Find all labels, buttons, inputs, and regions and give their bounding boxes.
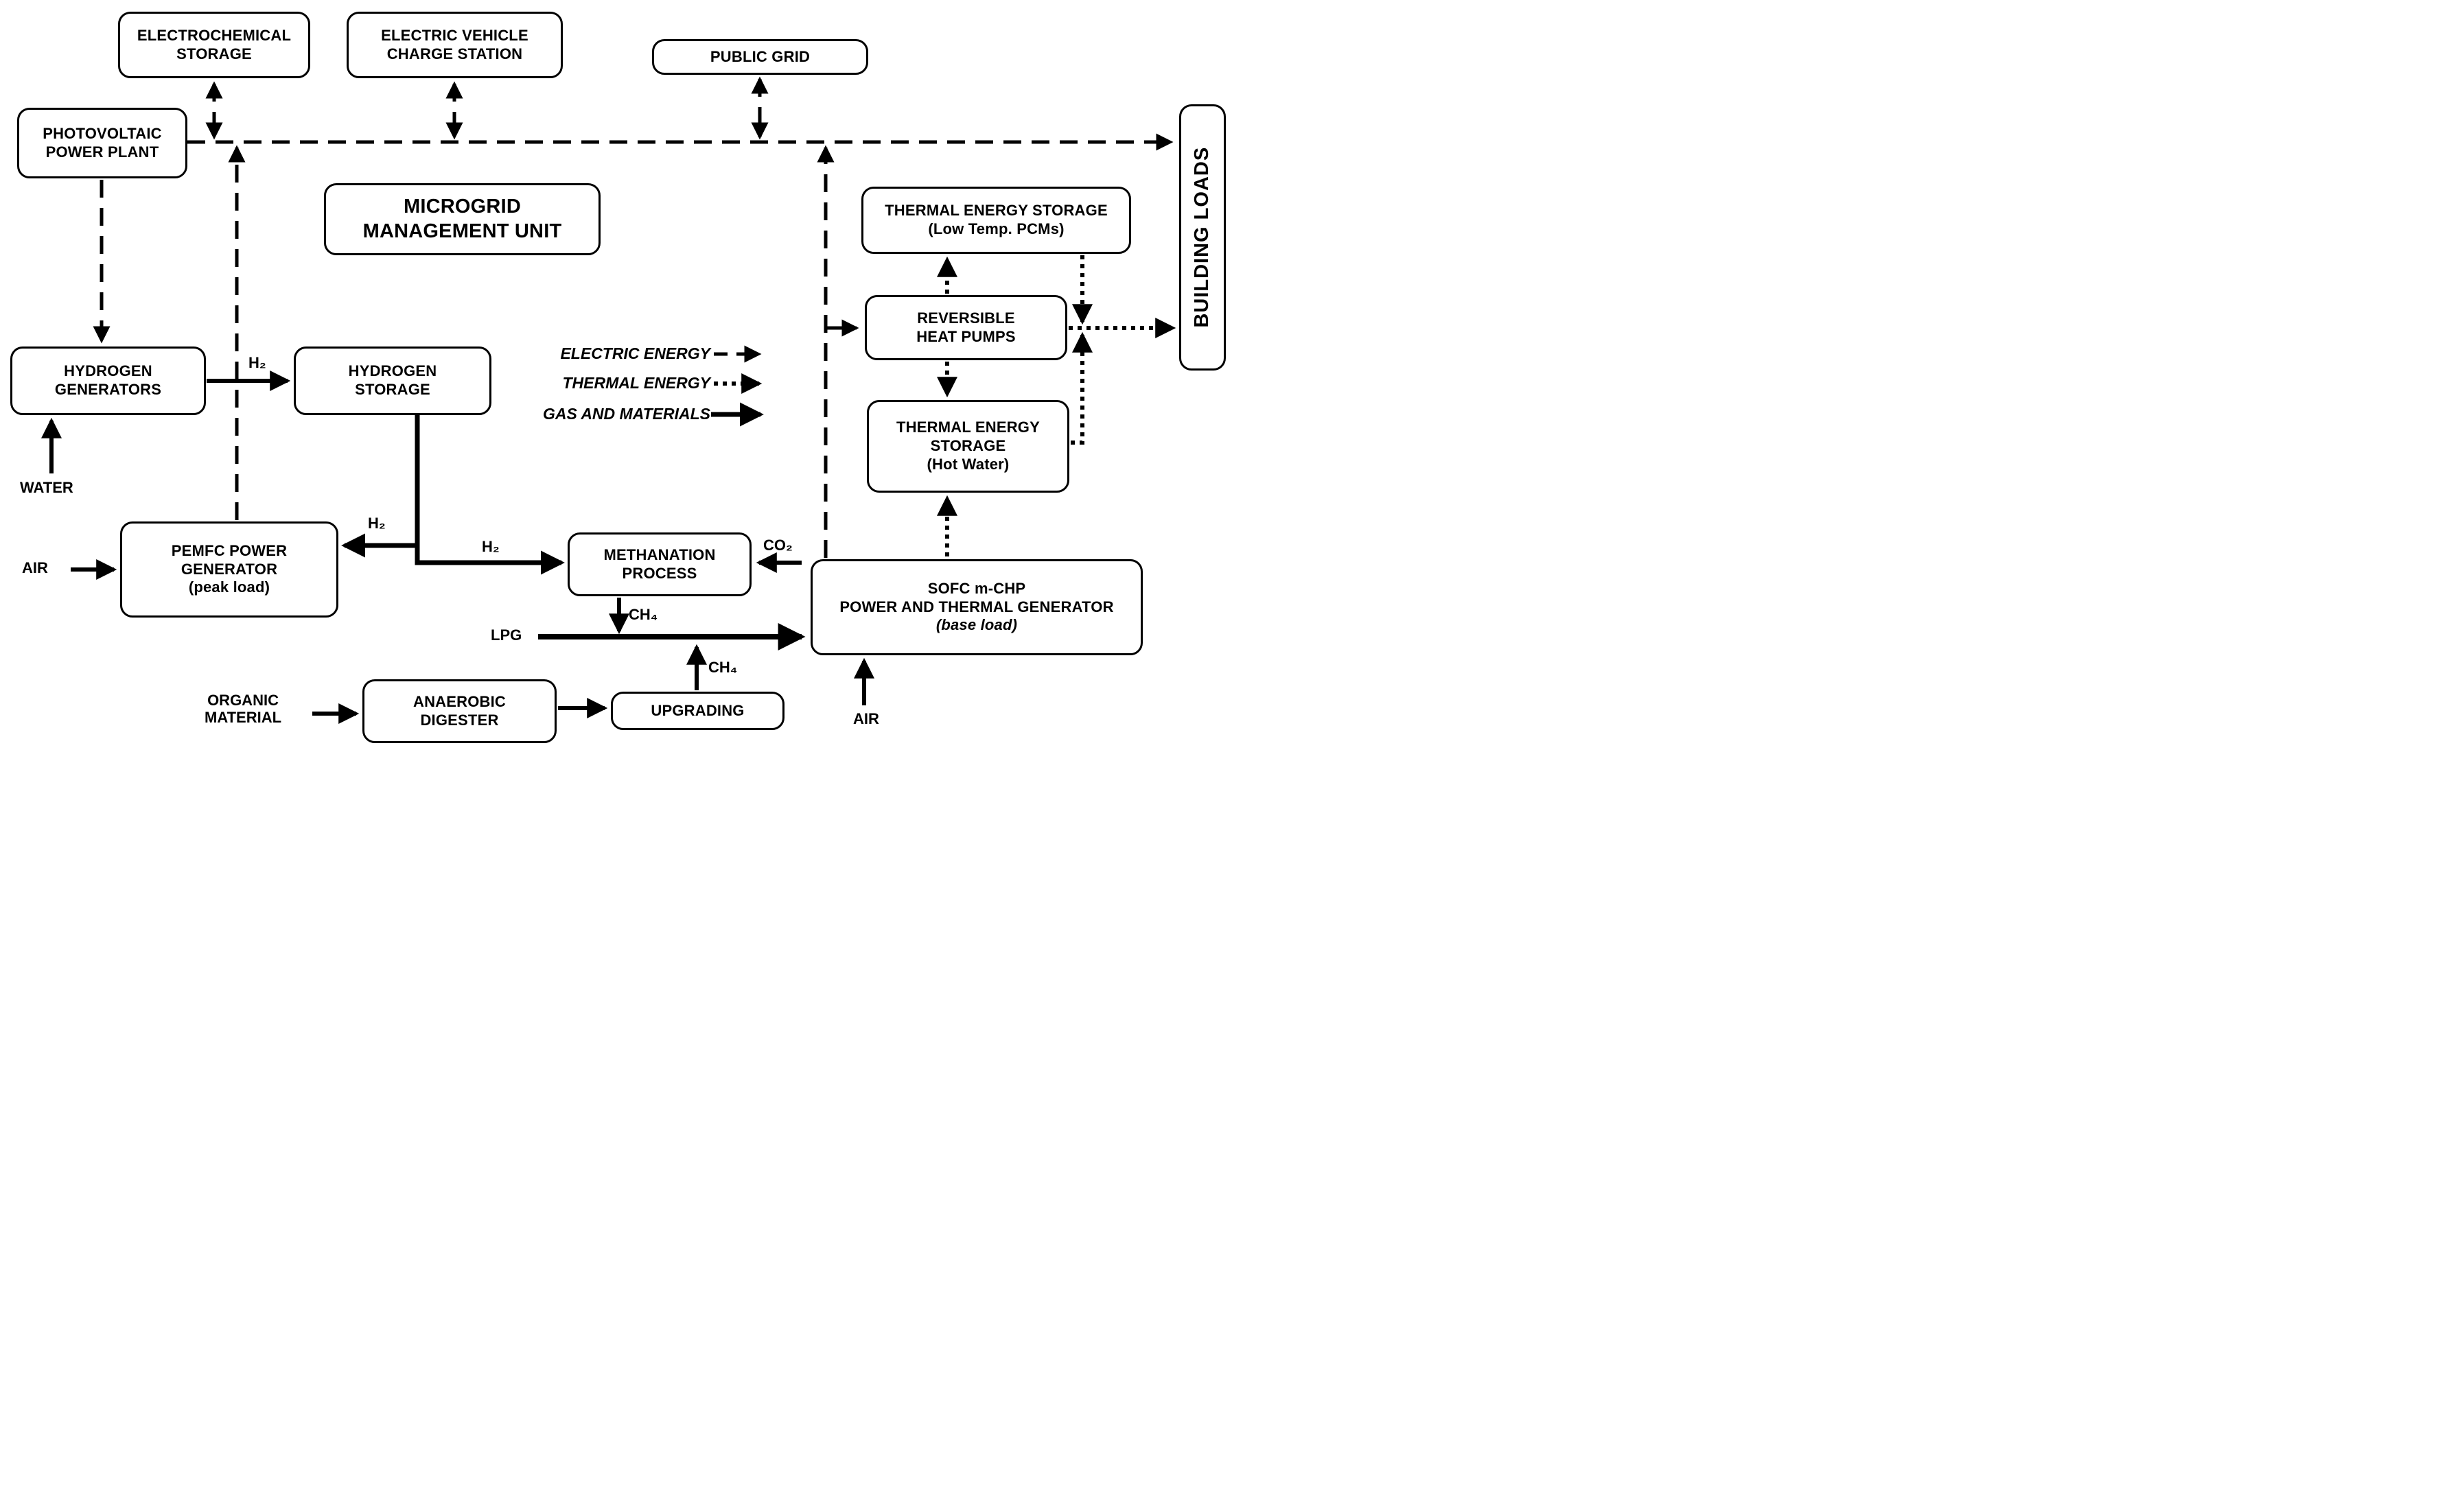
thermal-storage-pcm-box: THERMAL ENERGY STORAGE (Low Temp. PCMs) (861, 187, 1131, 254)
reversible-heat-pumps-label: REVERSIBLE (917, 309, 1015, 327)
upgrading-label: UPGRADING (651, 701, 745, 719)
public-grid-box: PUBLIC GRID (652, 39, 868, 75)
electric-energy-lines (93, 76, 1174, 558)
anaerobic-digester-box: ANAEROBIC DIGESTER (362, 679, 557, 743)
methanation-label: METHANATION (603, 545, 716, 563)
organic-material-label: ORGANIC MATERIAL (205, 692, 281, 727)
ev-charge-station-label: ELECTRIC VEHICLE (381, 26, 528, 44)
public-grid-label: PUBLIC GRID (710, 47, 811, 65)
hydrogen-generators-label-2: GENERATORS (54, 381, 162, 398)
legend-arrows (711, 345, 764, 427)
h2-storage-to-pemfc-label: H₂ (368, 515, 386, 532)
legend-electric-energy: ELECTRIC ENERGY (560, 344, 710, 362)
pemfc-label-3: (peak load) (188, 578, 270, 596)
organic-material-label-2: MATERIAL (205, 709, 282, 727)
building-loads-label: BUILDING LOADS (1191, 147, 1213, 328)
h2-gen-to-storage-label: H₂ (248, 354, 266, 371)
electrochemical-storage-label-2: STORAGE (176, 45, 252, 62)
ch4-from-upgrading-label: CH₄ (708, 659, 738, 676)
lpg-label: LPG (491, 626, 522, 644)
sofc-label-2: POWER AND THERMAL GENERATOR (839, 598, 1114, 615)
pemfc-label-2: GENERATOR (181, 560, 278, 578)
organic-material-label-1: ORGANIC (207, 692, 279, 709)
thermal-storage-hot-water-label-3: (Hot Water) (927, 455, 1010, 473)
legend-thermal-energy: THERMAL ENERGY (562, 374, 710, 392)
h2-to-methanation-label: H₂ (482, 538, 500, 555)
microgrid-management-unit-label: MICROGRID (404, 196, 521, 218)
thermal-storage-pcm-label: THERMAL ENERGY STORAGE (885, 202, 1108, 220)
anaerobic-digester-label-2: DIGESTER (420, 711, 499, 729)
microgrid-management-unit-label-2: MANAGEMENT UNIT (362, 220, 562, 242)
building-loads-box: BUILDING LOADS (1179, 104, 1226, 371)
reversible-heat-pumps-box: REVERSIBLE HEAT PUMPS (865, 295, 1067, 360)
air-pemfc-label: AIR (22, 559, 48, 576)
gas-material-lines (41, 371, 874, 724)
legend-gas-and-materials: GAS AND MATERIALS (542, 405, 710, 423)
upgrading-box: UPGRADING (611, 692, 784, 730)
sofc-label: SOFC m-CHP (927, 579, 1026, 597)
pemfc-box: PEMFC POWER GENERATOR (peak load) (120, 521, 338, 618)
ev-charge-station-box: ELECTRIC VEHICLE CHARGE STATION (347, 12, 563, 78)
microgrid-management-unit-box: MICROGRID MANAGEMENT UNIT (324, 183, 601, 255)
water-label: WATER (20, 479, 73, 496)
thermal-storage-hot-water-label: THERMAL ENERGY (896, 419, 1040, 436)
photovoltaic-label: PHOTOVOLTAIC (43, 124, 162, 142)
hydrogen-storage-label-2: STORAGE (355, 381, 430, 398)
ev-charge-station-label-2: CHARGE STATION (386, 45, 523, 62)
methanation-label-2: PROCESS (622, 564, 697, 582)
thermal-storage-pcm-label-2: (Low Temp. PCMs) (928, 220, 1065, 237)
photovoltaic-label-2: POWER PLANT (45, 143, 159, 161)
electrochemical-storage-box: ELECTROCHEMICAL STORAGE (118, 12, 310, 78)
microgrid-diagram: ELECTROCHEMICAL STORAGE ELECTRIC VEHICLE… (0, 0, 1232, 745)
ch4-from-methanation-label: CH₄ (629, 606, 658, 623)
hydrogen-generators-label: HYDROGEN (64, 362, 152, 380)
pemfc-label: PEMFC POWER (171, 541, 288, 559)
electrochemical-storage-label: ELECTROCHEMICAL (137, 26, 292, 44)
sofc-box: SOFC m-CHP POWER AND THERMAL GENERATOR (… (811, 559, 1143, 655)
reversible-heat-pumps-label-2: HEAT PUMPS (916, 327, 1016, 345)
anaerobic-digester-label: ANAEROBIC (412, 692, 507, 710)
sofc-label-3: (base load) (935, 616, 1018, 634)
thermal-storage-hot-water-box: THERMAL ENERGY STORAGE (Hot Water) (867, 400, 1069, 493)
hydrogen-storage-box: HYDROGEN STORAGE (294, 347, 491, 415)
hydrogen-generators-box: HYDROGEN GENERATORS (10, 347, 206, 415)
co2-label: CO₂ (763, 537, 793, 554)
hydrogen-storage-label: HYDROGEN (348, 362, 437, 380)
methanation-box: METHANATION PROCESS (568, 532, 752, 596)
connector-lines (41, 76, 1176, 724)
thermal-storage-hot-water-label-2: STORAGE (930, 437, 1006, 455)
photovoltaic-box: PHOTOVOLTAIC POWER PLANT (17, 108, 187, 178)
thermal-energy-lines (937, 255, 1176, 556)
air-sofc-label: AIR (853, 710, 879, 727)
storage-to-methanation-line (415, 381, 565, 575)
hot-water-to-junction-line (1071, 331, 1093, 445)
